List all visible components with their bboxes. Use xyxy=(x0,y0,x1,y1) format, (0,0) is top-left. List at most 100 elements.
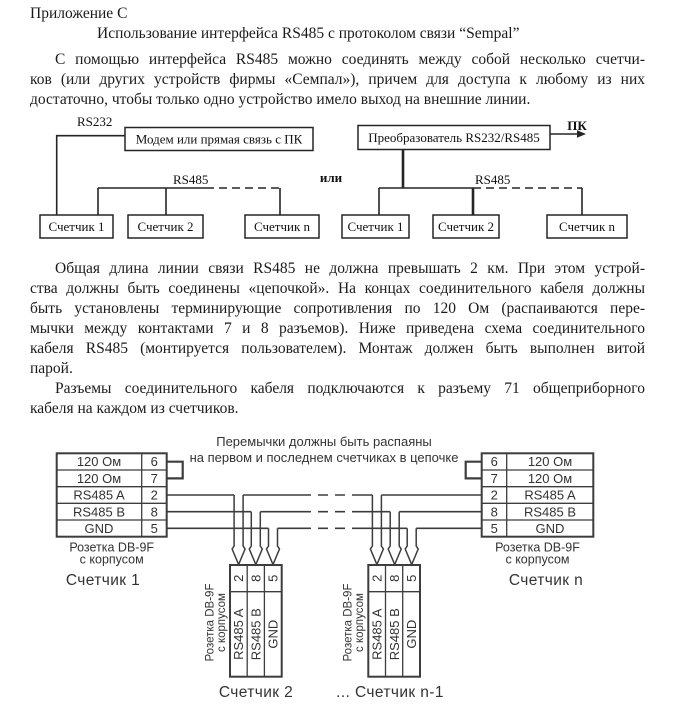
pin-cell: 5 xyxy=(491,521,498,536)
socket-caption: Розетка DB-9F xyxy=(343,584,355,662)
meter-caption: Счетчик 2 xyxy=(219,684,293,701)
rs485-label: RS485 xyxy=(475,172,510,187)
pin-drop-arrow xyxy=(387,511,403,567)
rs232-label: RS232 xyxy=(77,115,112,129)
text-line: мычки между контактами 7 и 8 разъемов). … xyxy=(30,320,645,337)
signal-cell: RS485 A xyxy=(73,488,125,503)
pin-cell: 7 xyxy=(151,471,158,486)
text-line: Общая длина линии связи RS485 не должна … xyxy=(55,260,645,277)
connector-grid xyxy=(368,565,420,677)
meter-label: Счетчик 1 xyxy=(48,219,104,234)
pin-cell: 2 xyxy=(151,488,158,503)
meter-caption: ... Счетчик n-1 xyxy=(336,684,444,701)
modem-box xyxy=(124,126,314,152)
pin-cell: 8 xyxy=(491,504,498,519)
wire-dashed-segments xyxy=(301,494,357,530)
or-label: или xyxy=(320,170,343,185)
pc-arrow-head xyxy=(577,130,586,138)
text-line: С помощью интерфейса RS485 можно соединя… xyxy=(55,51,645,68)
db9f-table-meter1: 120 Ом 120 Ом RS485 A RS485 B GND 6 7 2 … xyxy=(55,452,184,589)
pin-cell: 7 xyxy=(491,471,498,486)
meter-box xyxy=(432,214,500,239)
text-line: ков (или других устройств фирмы «Семпал»… xyxy=(30,71,645,88)
cable-wiring-diagram: Перемычки должны быть распаяны на первом… xyxy=(55,434,595,701)
socket-caption: Розетка DB-9F xyxy=(69,541,154,555)
meter-caption: Счетчик 1 xyxy=(66,572,140,589)
pin-drop-arrow xyxy=(404,528,420,567)
signal-cell: 120 Ом xyxy=(77,454,121,469)
paragraph-body: Общая длина линии связи RS485 не должна … xyxy=(30,259,645,419)
signal-label: RS485 A xyxy=(369,608,384,660)
signal-cell: GND xyxy=(85,521,114,536)
meter-label: Счетчик 2 xyxy=(137,219,193,234)
converter-label: Преобразователь RS232/RS485 xyxy=(368,130,540,145)
meter-label: Счетчик n xyxy=(254,219,311,234)
meter-box xyxy=(39,214,114,239)
modem-label: Модем или прямая связь с ПК xyxy=(136,132,303,147)
direct-link-diagram: RS232 Модем или прямая связь с ПК RS485 … xyxy=(39,115,320,239)
pin-cell: 6 xyxy=(151,454,158,469)
signal-cell: RS485 A xyxy=(524,488,576,503)
text-line: кабеля RS485 (монтируется пользователем)… xyxy=(30,340,645,357)
signal-cell: 120 Ом xyxy=(77,471,121,486)
rs232-wire xyxy=(55,134,125,215)
pin-drop-arrow xyxy=(369,495,385,567)
signal-label: RS485 B xyxy=(248,608,263,660)
meter-caption: Счетчик n xyxy=(509,572,583,589)
jumper-note-line1: Перемычки должны быть распаяны xyxy=(216,434,432,449)
pin-cell: 2 xyxy=(491,488,498,503)
signal-label: RS485 A xyxy=(231,608,246,660)
socket-caption: с корпусом xyxy=(505,553,569,567)
connector-block xyxy=(367,564,421,678)
pin-number: 2 xyxy=(231,575,246,582)
pc-label: ПК xyxy=(567,118,587,133)
pin-drop-arrow xyxy=(231,495,246,567)
meter-box xyxy=(341,214,410,239)
jumper-note-line2: на первом и последнем счетчиках в цепочк… xyxy=(190,450,459,465)
meter-label: Счетчик 2 xyxy=(438,219,494,234)
pin-cell: 5 xyxy=(151,521,158,536)
signal-cell: 120 Ом xyxy=(528,454,572,469)
jumper-bracket xyxy=(464,460,482,480)
document-title: Использование интерфейса RS485 с протоко… xyxy=(97,25,520,42)
bus-drops xyxy=(97,188,281,215)
text-line: Разъемы соединительного кабеля подключаю… xyxy=(55,380,645,397)
pin-cell: 6 xyxy=(491,454,498,469)
pin-number: 5 xyxy=(404,575,419,582)
meter-box xyxy=(244,214,320,239)
signal-label: GND xyxy=(266,620,281,649)
table-grid xyxy=(56,453,167,537)
topology-diagram: RS232 Модем или прямая связь с ПК RS485 … xyxy=(39,115,628,239)
socket-caption: Розетка DB-9F xyxy=(495,541,580,555)
pin-number: 8 xyxy=(387,575,402,582)
connector-meter2: 2 8 5 RS485 A RS485 B GND Розетка DB-9F … xyxy=(205,564,293,701)
meter-label: Счетчик n xyxy=(559,219,616,234)
jumper-bracket xyxy=(166,460,184,480)
rs485-label: RS485 xyxy=(173,172,208,187)
paragraph-intro: С помощью интерфейса RS485 можно соединя… xyxy=(30,50,645,110)
pin-drop-arrow xyxy=(248,511,264,567)
text-line: парой. xyxy=(30,360,73,377)
pin-number: 5 xyxy=(266,575,281,582)
pin-drop-arrow xyxy=(265,528,281,567)
bus-wires xyxy=(166,494,482,530)
text-line: быть установлены терминирующие сопротивл… xyxy=(30,300,645,317)
signal-label: GND xyxy=(404,620,419,649)
socket-caption: с корпусом xyxy=(80,553,144,567)
socket-caption: с корпусом xyxy=(216,593,228,652)
converter-diagram: Преобразователь RS232/RS485 ПК RS485 Сче… xyxy=(341,118,628,239)
text-line: достаточно, чтобы только одно устройство… xyxy=(30,91,531,108)
socket-caption: с корпусом xyxy=(354,593,366,652)
bus-drops xyxy=(378,188,583,215)
pin-number: 8 xyxy=(248,575,263,582)
connector-meter-n1: 2 8 5 RS485 A RS485 B GND Розетка DB-9F … xyxy=(336,564,444,701)
signal-cell: RS485 B xyxy=(524,504,576,519)
pin-cell: 8 xyxy=(151,504,158,519)
table-grid xyxy=(481,453,594,537)
socket-caption: Розетка DB-9F xyxy=(205,584,217,662)
connector-grid xyxy=(230,565,282,677)
pin-number: 2 xyxy=(369,575,384,582)
converter-box xyxy=(357,124,551,151)
text-line: кабеля на каждом из счетчиков. xyxy=(30,400,239,417)
